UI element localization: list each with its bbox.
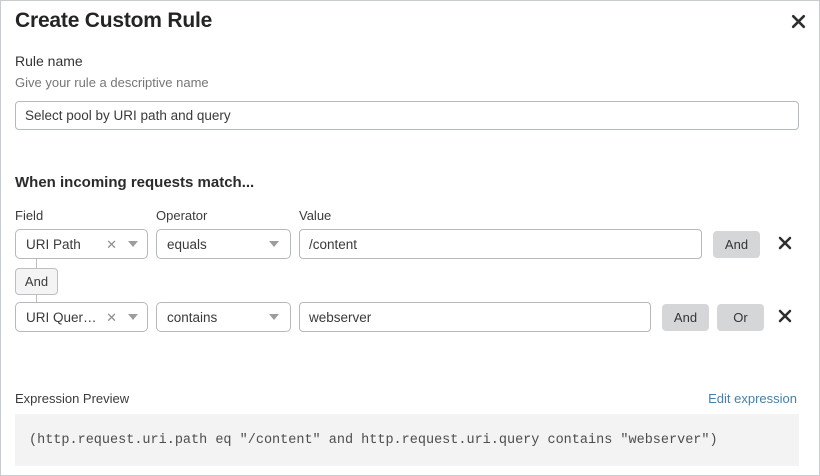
value-input-2[interactable] bbox=[299, 302, 651, 332]
column-header-value: Value bbox=[299, 208, 332, 223]
delete-icon bbox=[778, 236, 792, 253]
connector-line-bottom bbox=[36, 295, 37, 304]
expression-preview-label: Expression Preview bbox=[15, 391, 130, 406]
condition-row: URI Path ✕ equals And bbox=[1, 229, 819, 259]
operator-select-2-value: contains bbox=[167, 309, 218, 325]
chevron-down-icon bbox=[269, 241, 279, 247]
expression-preview-text: (http.request.uri.path eq "/content" and… bbox=[29, 432, 718, 448]
rule-name-label: Rule name bbox=[15, 53, 83, 69]
delete-condition-button-2[interactable] bbox=[773, 305, 797, 329]
delete-condition-button-1[interactable] bbox=[773, 232, 797, 256]
edit-expression-link[interactable]: Edit expression bbox=[708, 391, 797, 406]
field-select-2-value: URI Query St... bbox=[26, 309, 103, 325]
column-header-operator: Operator bbox=[156, 208, 208, 223]
and-button-row-1[interactable]: And bbox=[713, 231, 760, 258]
operator-select-1[interactable]: equals bbox=[156, 229, 291, 259]
rule-name-input[interactable] bbox=[15, 101, 799, 130]
operator-select-2[interactable]: contains bbox=[156, 302, 291, 332]
expression-preview-box: (http.request.uri.path eq "/content" and… bbox=[15, 414, 799, 466]
value-input-1[interactable] bbox=[299, 229, 702, 259]
and-button-row-2[interactable]: And bbox=[662, 304, 709, 331]
column-header-field: Field bbox=[15, 208, 44, 223]
operator-select-1-value: equals bbox=[167, 236, 207, 252]
rule-name-help-text: Give your rule a descriptive name bbox=[15, 75, 209, 90]
logic-connector: And bbox=[15, 259, 105, 304]
clear-icon[interactable]: ✕ bbox=[106, 236, 117, 252]
field-select-1-value: URI Path bbox=[26, 236, 81, 252]
match-section-heading: When incoming requests match... bbox=[15, 174, 255, 191]
condition-row: URI Query St... ✕ contains And Or bbox=[1, 302, 819, 332]
dialog-title: Create Custom Rule bbox=[15, 9, 213, 32]
close-button[interactable] bbox=[785, 8, 811, 34]
delete-icon bbox=[778, 309, 792, 326]
chevron-down-icon bbox=[128, 241, 138, 247]
field-select-1[interactable]: URI Path ✕ bbox=[15, 229, 148, 259]
close-icon bbox=[791, 14, 806, 29]
or-button-row-2[interactable]: Or bbox=[717, 304, 764, 331]
connector-line-top bbox=[36, 259, 37, 268]
chevron-down-icon bbox=[269, 314, 279, 320]
chevron-down-icon bbox=[128, 314, 138, 320]
field-select-2[interactable]: URI Query St... ✕ bbox=[15, 302, 148, 332]
connector-and-badge[interactable]: And bbox=[15, 268, 58, 295]
clear-icon[interactable]: ✕ bbox=[106, 309, 117, 325]
